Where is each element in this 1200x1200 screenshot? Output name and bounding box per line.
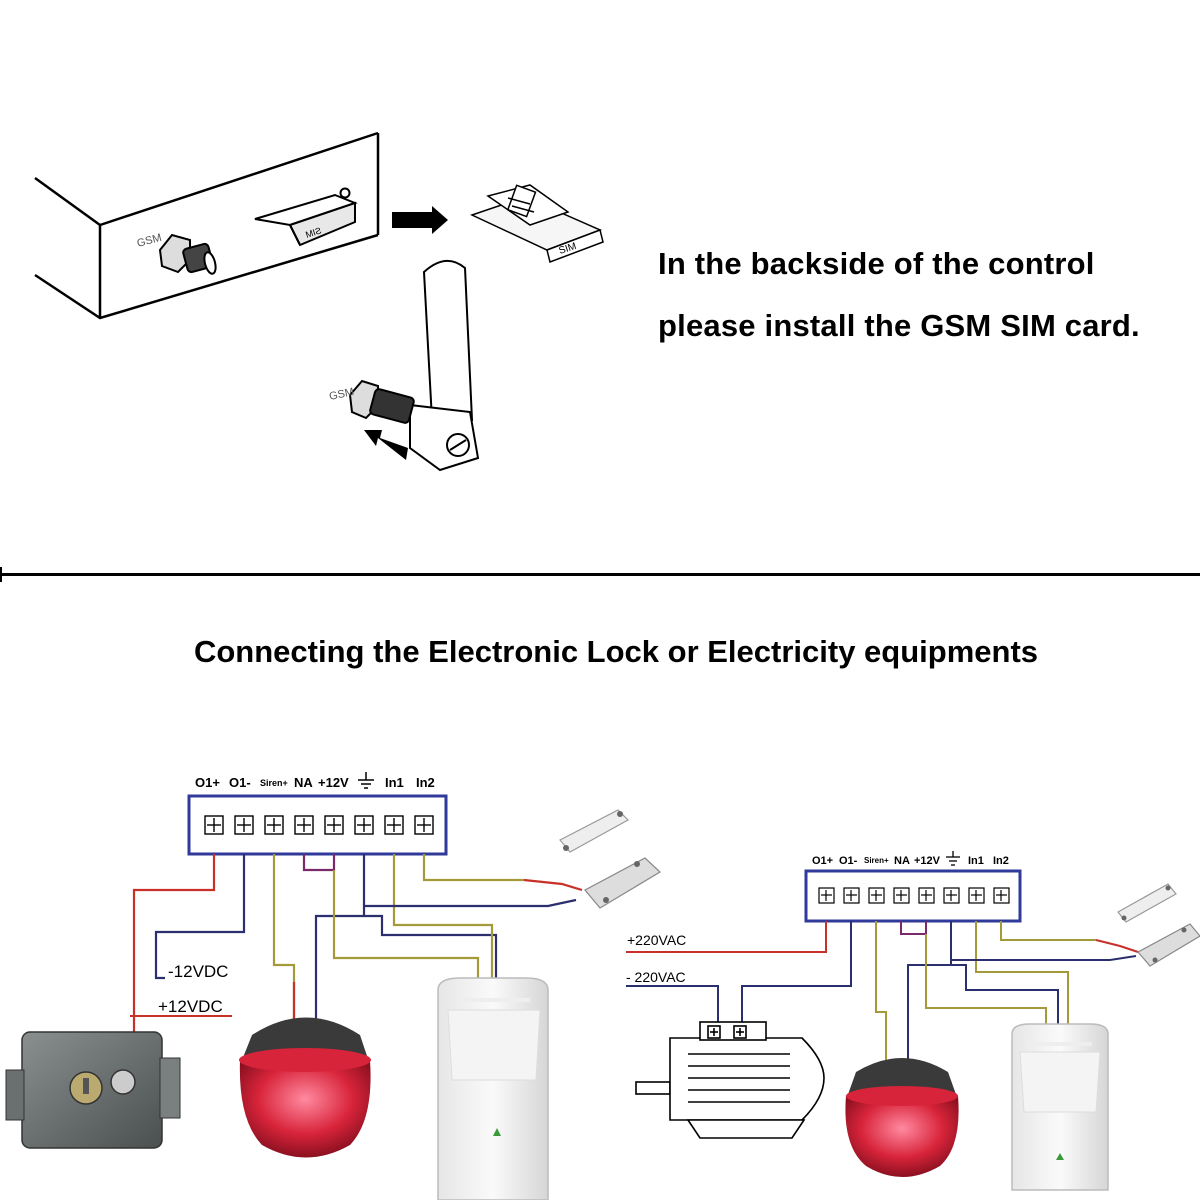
left-diagram: O1+ O1- Siren+ NA +12V In1 In2 xyxy=(5,772,661,1200)
terminal-label-12v: +12V xyxy=(318,775,349,790)
wire-na-jumper xyxy=(302,854,336,872)
terminal-label-siren: Siren+ xyxy=(260,778,288,788)
wire-r-12v-pir xyxy=(925,934,1047,1028)
wire-r-in2-red xyxy=(1095,939,1139,953)
wire-in2-red xyxy=(523,878,583,892)
wire-r-na-jumper xyxy=(900,921,927,935)
sim-tray xyxy=(469,184,604,263)
wire-r-gnd-pir xyxy=(951,964,1059,1028)
screw-terminals-right xyxy=(818,887,1010,904)
wiring-heading: Connecting the Electronic Lock or Electr… xyxy=(193,634,1039,669)
wire-r-in1 xyxy=(975,921,1069,1028)
terminal-label-na-r: NA xyxy=(894,855,910,867)
divider-tick xyxy=(0,567,2,582)
terminal-label-in2: In2 xyxy=(416,775,435,790)
wire-r-o1minus xyxy=(741,921,852,1024)
pir-detector-left xyxy=(437,977,549,1200)
door-sensor-left xyxy=(559,809,661,909)
terminal-label-in1: In1 xyxy=(385,775,404,790)
wire-o1minus xyxy=(154,854,246,980)
pir-led-icon xyxy=(493,1128,501,1136)
terminal-label-in1-r: In1 xyxy=(968,855,984,867)
wire-r-o1plus xyxy=(626,921,827,953)
electronic-lock xyxy=(5,1031,181,1149)
wire-12v-siren xyxy=(314,854,366,1022)
screw-terminals-left xyxy=(204,815,434,835)
minus-220vac-label: - 220VAC xyxy=(626,969,686,985)
lock-button-icon xyxy=(110,1069,136,1095)
wire-r-siren xyxy=(875,921,887,1060)
electric-motor xyxy=(635,1021,825,1139)
wire-in2 xyxy=(422,854,524,882)
wire-r-in2 xyxy=(1000,921,1096,941)
terminal-label-o1plus-r: O1+ xyxy=(812,855,833,867)
wire-r-12v-siren xyxy=(907,921,952,1060)
gsm-connector-bottom xyxy=(348,379,415,424)
siren-right xyxy=(845,1058,959,1177)
siren-left xyxy=(239,1017,371,1158)
wire-12v-pir xyxy=(332,870,480,986)
wire-r-gnd-door xyxy=(951,955,1137,961)
terminal-label-o1minus-r: O1- xyxy=(839,855,858,867)
right-diagram: O1+ O1- Siren+ NA +12V In1 In2 xyxy=(626,851,1200,1191)
terminal-block-right xyxy=(804,869,1022,923)
sim-slot-label: SIM xyxy=(304,225,322,239)
wire-r-minus-in xyxy=(626,985,719,1024)
ground-icon xyxy=(358,772,374,789)
wire-gnd-door xyxy=(364,898,577,908)
wire-siren-olive xyxy=(272,854,296,1030)
wiring-diagrams: O1+ O1- Siren+ NA +12V In1 In2 xyxy=(5,772,1200,1200)
gsm-label-bottom: GSM xyxy=(328,386,355,403)
wire-o1plus xyxy=(132,854,216,1038)
section-divider xyxy=(0,573,1200,576)
sim-slot xyxy=(254,187,358,247)
terminal-label-in2-r: In2 xyxy=(993,855,1009,867)
arrow-right-icon xyxy=(392,206,448,234)
terminal-block-left xyxy=(187,794,448,856)
antenna xyxy=(409,260,480,472)
door-sensor-right xyxy=(1117,883,1200,967)
instruction-line-1: In the backside of the control xyxy=(658,246,1095,281)
wire-in1 xyxy=(392,854,494,986)
gsm-label-top: GSM xyxy=(136,232,163,250)
instruction-line-2: please install the GSM SIM card. xyxy=(658,308,1140,343)
terminal-label-o1plus: O1+ xyxy=(195,775,220,790)
minus-12vdc-label: -12VDC xyxy=(168,962,228,981)
control-box xyxy=(34,131,380,320)
sim-install-illustration: SIM GSM SIM GSM xyxy=(34,131,604,472)
wire-gnd-pir xyxy=(364,914,498,986)
plus-220vac-label: +220VAC xyxy=(627,932,686,948)
terminal-label-siren-r: Siren+ xyxy=(864,856,889,865)
pir-detector-right xyxy=(1011,1023,1109,1191)
gsm-connector-top xyxy=(158,233,217,275)
sim-tray-label: SIM xyxy=(558,241,578,257)
ground-icon-r xyxy=(946,851,960,866)
pir-led-icon-r xyxy=(1056,1153,1064,1160)
terminal-label-12v-r: +12V xyxy=(914,855,941,867)
plus-12vdc-label: +12VDC xyxy=(158,997,223,1016)
terminal-label-na: NA xyxy=(294,775,313,790)
arrow-left-icon xyxy=(364,430,408,460)
terminal-label-o1minus: O1- xyxy=(229,775,251,790)
